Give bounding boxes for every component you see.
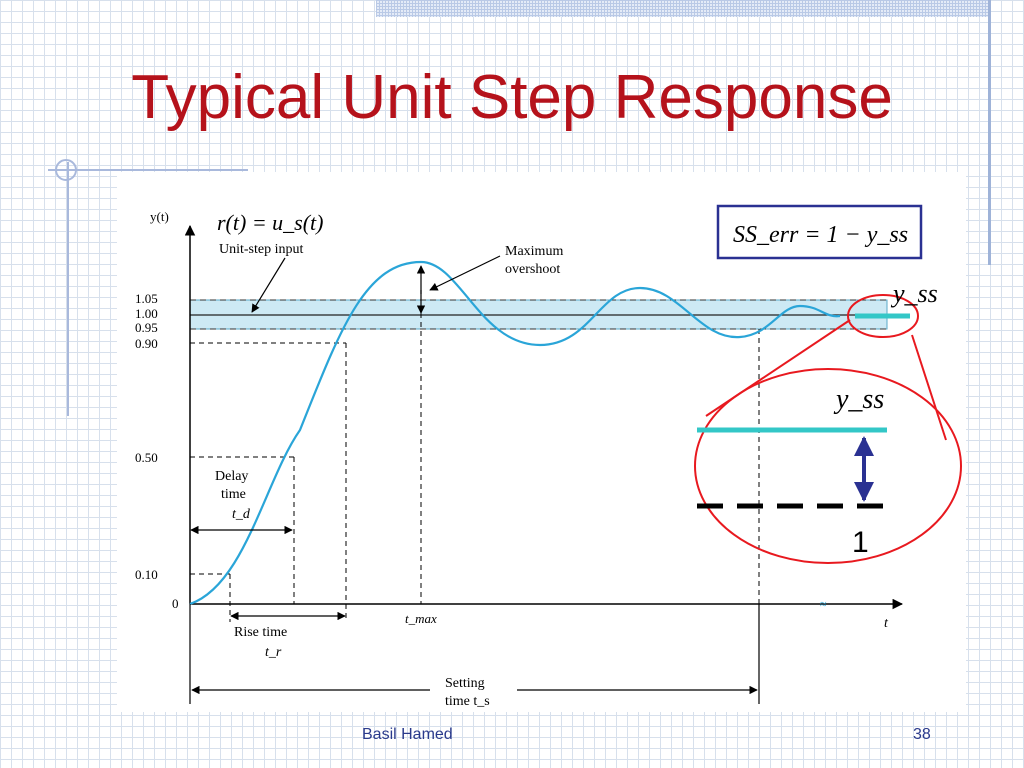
delay-time-symbol: t_d [232,507,251,522]
delay-time-label-2: time [221,487,246,502]
y-tick-1-00: 1.00 [135,306,158,321]
input-formula: r(t) = u_s(t) [217,210,324,235]
step-response-curve [189,260,841,606]
y-tick-0: 0 [172,596,179,611]
overshoot-pointer [429,255,501,291]
right-decorative-rail [988,0,991,265]
max-overshoot-label-2: overshoot [505,262,560,277]
y-tick-1-05: 1.05 [135,291,158,306]
yss-label-small: y_ss [890,279,938,308]
y-axis-label: y(t) [150,209,169,224]
settling-time-label-1: Setting [445,676,485,691]
slide-title: Typical Unit Step Response [131,63,893,132]
rise-time-label: Rise time [234,625,287,640]
yss-label-zoom: y_ss [833,384,884,415]
footer-page-number: 38 [913,726,931,743]
max-overshoot-label-1: Maximum [505,244,563,259]
callout-line-right [911,334,947,441]
footer-author: Basil Hamed [362,726,453,743]
ss-err-formula-box [716,204,923,260]
top-decorative-band [376,0,990,17]
y-tick-0-95: 0.95 [135,320,158,335]
delay-time-label-1: Delay [215,469,248,484]
input-pointer [251,257,286,313]
rise-time-symbol: t_r [265,645,282,660]
unity-label: 1 [852,526,869,559]
y-tick-0-90: 0.90 [135,336,158,351]
settling-time-label-2: time t_s [445,694,490,709]
t-max-label: t_max [405,611,437,626]
axis-break-icon: ≈ [820,597,827,611]
ss-err-formula: SS_err = 1 − y_ss [733,222,908,248]
x-axis-label: t [884,616,889,631]
unit-step-input-label: Unit-step input [219,242,303,257]
y-tick-0-50: 0.50 [135,450,158,465]
yss-zoom-circle [694,368,962,564]
y-tick-0-10: 0.10 [135,567,158,582]
yss-small-circle [847,294,919,338]
figure-panel [117,172,966,712]
